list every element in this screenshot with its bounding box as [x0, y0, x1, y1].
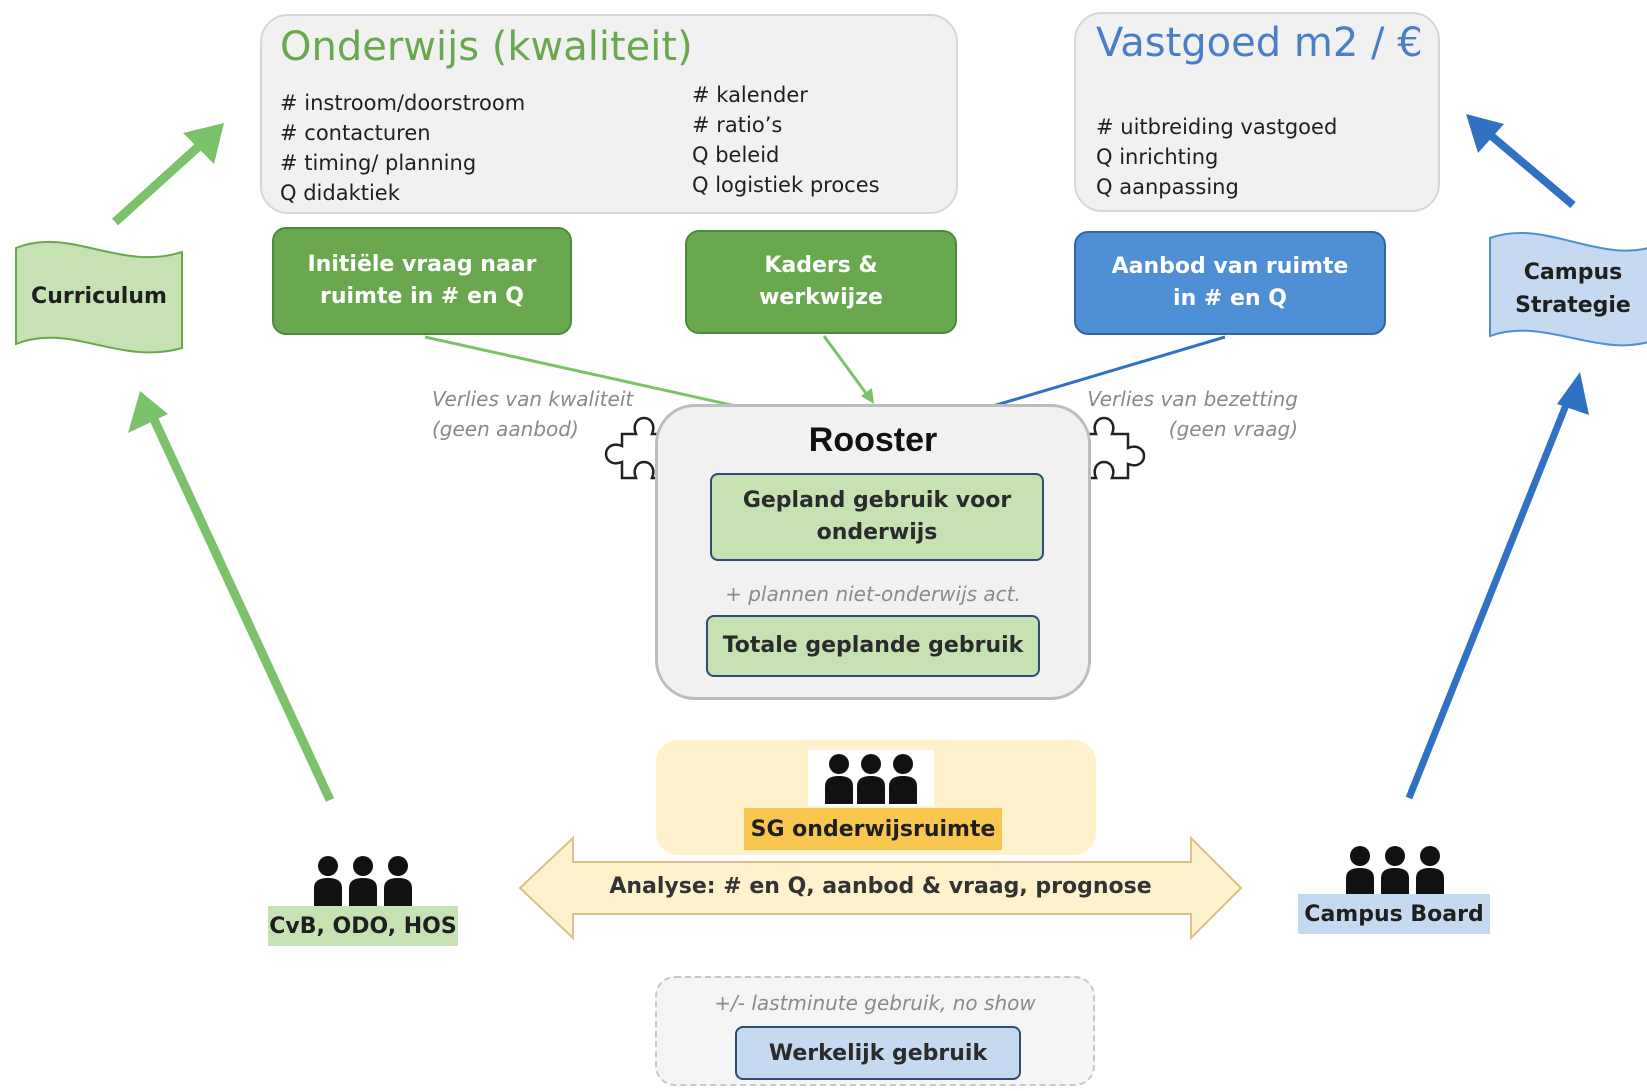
vastgoed-title: Vastgoed m2 / € [1096, 20, 1423, 66]
onderwijs-title: Onderwijs (kwaliteit) [280, 24, 693, 70]
arrow-campusboard-to-strategie [1405, 372, 1589, 800]
people-group-icon [825, 754, 917, 804]
onderwijs-list-right: # kalender # ratio’s Q beleid Q logistie… [692, 80, 880, 200]
totale-geplande-gebruik-box: Totale geplande gebruik [706, 615, 1040, 677]
verlies-bezetting-note: Verlies van bezetting (geen vraag) [1078, 384, 1298, 444]
kpi-item: Q beleid [692, 143, 780, 167]
campus-board-label: Campus Board [1298, 894, 1490, 934]
kpi-item: Q logistiek proces [692, 173, 880, 197]
curriculum-banner-shape [15, 240, 183, 354]
onderwijs-panel: Onderwijs (kwaliteit) # instroom/doorstr… [260, 14, 958, 214]
kpi-item: # uitbreiding vastgoed [1096, 115, 1338, 139]
note-line: Verlies van bezetting [1087, 387, 1298, 411]
box-line: werkwijze [759, 285, 883, 310]
kpi-item: # contacturen [280, 121, 431, 145]
initiele-vraag-box: Initiële vraag naar ruimte in # en Q [272, 227, 572, 335]
kpi-item: # instroom/doorstroom [280, 91, 526, 115]
banner-line: Campus [1523, 260, 1623, 285]
kpi-item: # ratio’s [692, 113, 783, 137]
kpi-item: Q aanpassing [1096, 175, 1239, 199]
arrow-strategie-to-vastgoed [1466, 114, 1576, 209]
kpi-item: # kalender [692, 83, 808, 107]
campus-strategie-banner-shape [1489, 232, 1647, 347]
rooster-title: Rooster [808, 421, 938, 459]
vastgoed-panel: Vastgoed m2 / € # uitbreiding vastgoed Q… [1074, 12, 1440, 212]
note-line: (geen aanbod) [432, 417, 579, 441]
sg-people-icon-box [808, 750, 934, 806]
lastminute-note: +/- lastminute gebruik, no show [714, 991, 1036, 1015]
box-line: Gepland gebruik voor [742, 488, 1012, 513]
arrow-kaders-to-rooster [822, 335, 874, 404]
werkelijk-gebruik-panel: +/- lastminute gebruik, no show Werkelij… [655, 976, 1095, 1086]
cvb-odo-hos-label: CvB, ODO, HOS [268, 906, 458, 946]
verlies-kwaliteit-note: Verlies van kwaliteit (geen aanbod) [432, 384, 633, 444]
plus-plannen-note: + plannen niet-onderwijs act. [725, 582, 1021, 606]
cvb-people-icon [314, 856, 412, 908]
box-line: ruimte in # en Q [320, 284, 524, 309]
gepland-gebruik-box: Gepland gebruik voor onderwijs [710, 473, 1044, 561]
note-line: (geen vraag) [1168, 417, 1298, 441]
box-line: Initiële vraag naar [307, 252, 537, 277]
werkelijk-gebruik-box: Werkelijk gebruik [735, 1026, 1021, 1080]
sg-onderwijsruimte-label: SG onderwijsruimte [744, 808, 1002, 850]
analyse-double-arrow-shape [518, 835, 1243, 941]
banner-line: Strategie [1515, 293, 1631, 318]
curriculum-label: Curriculum [31, 284, 167, 309]
onderwijs-list-left: # instroom/doorstroom # contacturen # ti… [280, 88, 525, 208]
campus-strategie-label: Campus Strategie [1490, 256, 1647, 322]
aanbod-ruimte-box: Aanbod van ruimte in # en Q [1074, 231, 1386, 335]
box-line: Kaders & [764, 253, 878, 278]
vastgoed-list: # uitbreiding vastgoed Q inrichting Q aa… [1096, 112, 1337, 202]
analyse-label: Analyse: # en Q, aanbod & vraag, prognos… [609, 874, 1152, 899]
kpi-item: Q inrichting [1096, 145, 1219, 169]
arrow-cvb-to-curriculum [128, 391, 335, 802]
kpi-item: Q didaktiek [280, 181, 400, 205]
box-line: in # en Q [1173, 286, 1287, 311]
rooster-panel: Rooster Gepland gebruik voor onderwijs +… [655, 404, 1091, 700]
campus-board-people-icon [1346, 846, 1444, 896]
box-line: Aanbod van ruimte [1111, 254, 1349, 279]
kpi-item: # timing/ planning [280, 151, 477, 175]
arrow-curriculum-to-onderwijs [111, 123, 224, 226]
box-line: onderwijs [816, 520, 938, 545]
note-line: Verlies van kwaliteit [432, 387, 634, 411]
kaders-werkwijze-box: Kaders & werkwijze [685, 230, 957, 334]
